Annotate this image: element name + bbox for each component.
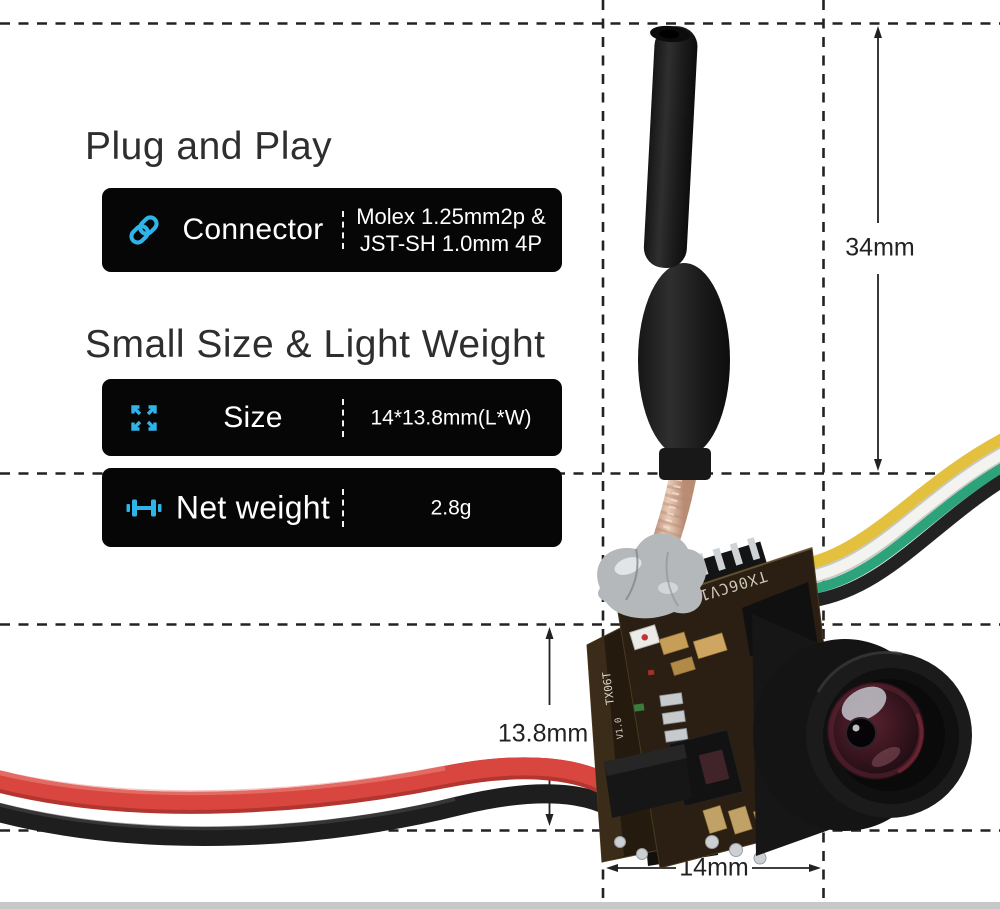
solder-blob <box>597 533 707 619</box>
signal-wires <box>793 433 1000 608</box>
spec-row-connector: Connector Molex 1.25mm2p & JST-SH 1.0mm … <box>102 188 562 272</box>
power-wire-red <box>0 757 627 814</box>
pcb-assembly: TX06T V1.0 <box>586 537 846 869</box>
lens-reflection <box>841 686 887 722</box>
spec-divider <box>342 398 344 437</box>
jst-connector <box>604 744 692 818</box>
section1-title: Plug and Play <box>85 125 333 168</box>
smd-led <box>629 624 661 651</box>
signal-wire-black <box>804 474 1000 608</box>
spec-label-connector: Connector <box>182 213 324 246</box>
antenna <box>638 25 730 480</box>
spec-label-size: Size <box>223 400 283 434</box>
spec-value-connector: Molex 1.25mm2p & JST-SH 1.0mm 4P <box>348 203 554 257</box>
expand-icon <box>126 400 162 436</box>
pcb-side-version-text: V1.0 <box>614 717 627 740</box>
spec-value-net-weight: 2.8g <box>430 496 472 519</box>
spec-divider <box>342 211 344 249</box>
section2-title: Small Size & Light Weight <box>85 323 546 366</box>
smd-regulators <box>659 692 689 743</box>
signal-wire-green <box>803 463 1000 595</box>
spec-row-net-weight: Net weight 2.8g <box>102 468 562 547</box>
spec-divider <box>342 488 344 527</box>
antenna-height-label: 34mm <box>845 234 914 262</box>
inductor <box>698 749 730 785</box>
dumbbell-icon <box>126 490 162 526</box>
signal-wire-yellow <box>793 433 1000 573</box>
power-wire-black <box>0 784 631 846</box>
spec-value-line1: Molex 1.25mm2p & <box>356 204 546 229</box>
board-height-label: 13.8mm <box>498 720 588 748</box>
pcb-side-model-text: TX06T <box>600 671 617 706</box>
camera-lens <box>753 639 972 831</box>
spec-value-line2: JST-SH 1.0mm 4P <box>359 231 543 256</box>
next-section-edge <box>0 902 1000 909</box>
lens-aperture <box>845 717 877 749</box>
smd-capacitors <box>658 631 728 677</box>
dimension-antenna-height: 34mm <box>845 26 915 471</box>
link-icon <box>126 212 162 248</box>
spec-row-size: Size 14*13.8mm(L*W) <box>102 379 562 456</box>
product-photo: TX06T V1.0 <box>0 25 1000 869</box>
spec-label-net-weight: Net weight <box>175 489 331 525</box>
spec-value-size: 14*13.8mm(L*W) <box>370 406 532 429</box>
